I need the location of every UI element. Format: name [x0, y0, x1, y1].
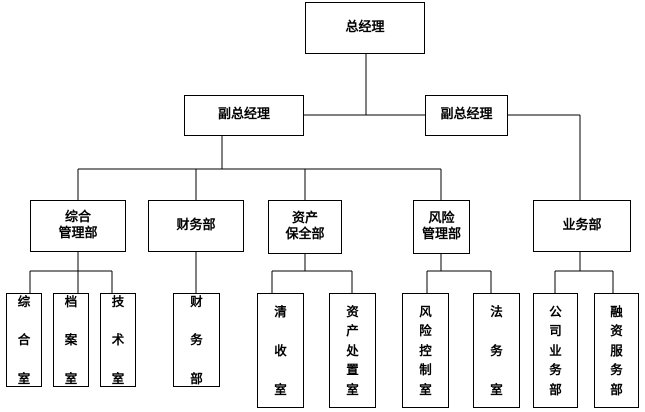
node-label: 清 收 室 — [274, 304, 287, 397]
node-label: 总经理 — [345, 19, 385, 35]
node-label: 融 资 服 务 部 — [610, 304, 623, 397]
node-label: 综 合 室 — [17, 293, 31, 387]
node-office-general: 综 合 室 — [6, 293, 42, 387]
node-office-financing-services: 融 资 服 务 部 — [594, 293, 639, 408]
node-office-corporate-business: 公 司 业 务 部 — [533, 293, 578, 408]
node-office-collection: 清 收 室 — [257, 293, 304, 408]
node-office-asset-disposal: 资 产 处 置 室 — [329, 293, 376, 408]
node-office-archives: 档 案 室 — [53, 293, 89, 387]
node-dept-asset-preservation: 资产 保全部 — [268, 200, 342, 254]
node-label: 财 务 部 — [190, 293, 203, 387]
node-dept-finance: 财务部 — [148, 200, 244, 252]
node-label: 公 司 业 务 部 — [549, 304, 562, 397]
node-dept-general-admin: 综合 管理部 — [30, 200, 126, 252]
node-office-finance: 财 务 部 — [173, 293, 220, 387]
node-label: 资 产 处 置 室 — [346, 304, 359, 397]
node-label: 风 险 控 制 室 — [419, 304, 432, 397]
node-general-manager: 总经理 — [305, 2, 425, 54]
node-label: 副总经理 — [217, 107, 270, 123]
node-deputy-manager-right: 副总经理 — [425, 95, 508, 136]
node-label: 技 术 室 — [111, 293, 125, 387]
node-label: 档 案 室 — [64, 293, 78, 387]
node-dept-business: 业务部 — [533, 200, 631, 252]
node-label: 财务部 — [176, 217, 216, 233]
node-label: 法 务 室 — [490, 304, 503, 397]
node-office-legal: 法 务 室 — [473, 293, 520, 408]
node-dept-risk-management: 风险 管理部 — [413, 200, 470, 254]
node-label: 综合 管理部 — [58, 209, 98, 241]
node-label: 风险 管理部 — [421, 210, 461, 242]
node-deputy-manager-left: 副总经理 — [184, 95, 304, 136]
node-office-technology: 技 术 室 — [100, 293, 136, 387]
node-office-risk-control: 风 险 控 制 室 — [402, 293, 449, 408]
node-label: 副总经理 — [440, 107, 493, 123]
node-label: 业务部 — [562, 217, 602, 233]
node-label: 资产 保全部 — [285, 210, 325, 242]
